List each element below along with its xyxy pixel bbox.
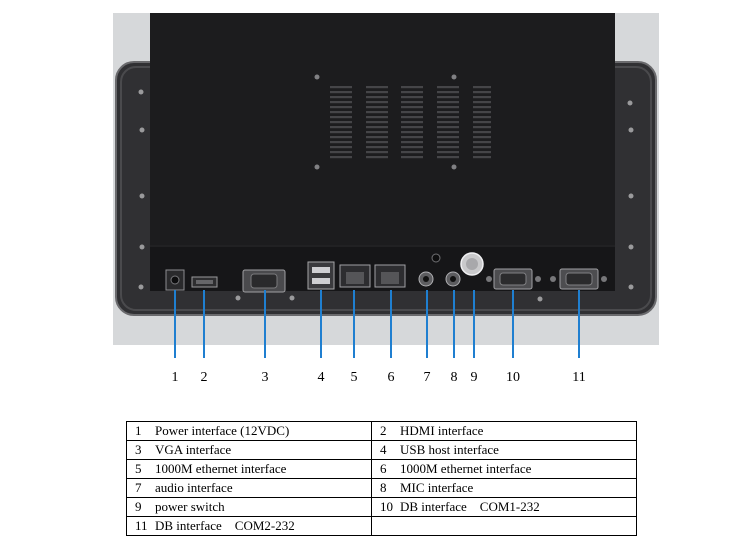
item-label: Power interface (12VDC) (155, 423, 290, 438)
vga-port-icon (242, 269, 286, 293)
callout-number: 10 (506, 370, 520, 385)
callout-number: 3 (262, 370, 269, 385)
item-number: 6 (380, 461, 387, 476)
screw-hole-icon (431, 253, 441, 263)
table-cell (371, 516, 637, 536)
item-label: DB interface COM1-232 (400, 499, 540, 514)
item-number: 9 (135, 499, 142, 514)
table-cell: 8 MIC interface (371, 478, 637, 498)
rj45-port-icon (374, 264, 406, 288)
table-row: 7 audio interface 8 MIC interface (126, 478, 637, 498)
table-cell: 3 VGA interface (126, 440, 372, 460)
table-row: 11 DB interface COM2-232 (126, 516, 637, 536)
usb-port-icon (307, 261, 335, 290)
item-label: MIC interface (400, 480, 474, 495)
item-number: 1 (135, 423, 142, 438)
table-row: 1 Power interface (12VDC) 2 HDMI interface (126, 421, 637, 441)
item-label: 1000M ethernet interface (400, 461, 532, 476)
callout-number: 5 (351, 370, 358, 385)
table-cell: 11 DB interface COM2-232 (126, 516, 372, 536)
interface-spec-table: 1 Power interface (12VDC) 2 HDMI interface 3… (126, 421, 637, 536)
callout-number: 11 (572, 370, 585, 385)
table-cell: 1 Power interface (12VDC) (126, 421, 372, 441)
audio-jack-icon (445, 271, 461, 287)
item-number: 7 (135, 480, 142, 495)
item-number: 2 (380, 423, 387, 438)
item-label: HDMI interface (400, 423, 484, 438)
item-label: USB host interface (400, 442, 499, 457)
audio-jack-icon (418, 271, 434, 287)
callout-number: 9 (471, 370, 478, 385)
vent-slot-icon (330, 86, 491, 159)
table-cell: 10 DB interface COM1-232 (371, 497, 637, 517)
callout-number: 4 (318, 370, 325, 385)
item-number: 5 (135, 461, 142, 476)
callout-number: 7 (424, 370, 431, 385)
item-label: power switch (155, 499, 225, 514)
table-row: 3 VGA interface 4 USB host interface (126, 440, 637, 460)
db9-port-icon (550, 268, 607, 290)
table-cell: 7 audio interface (126, 478, 372, 498)
item-label: audio interface (155, 480, 233, 495)
item-label: DB interface COM2-232 (155, 518, 295, 533)
callout-number: 2 (201, 370, 208, 385)
power-switch-icon (460, 252, 484, 276)
table-cell: 6 1000M ethernet interface (371, 459, 637, 479)
callout-number: 8 (451, 370, 458, 385)
item-number: 11 (135, 518, 148, 533)
item-number: 3 (135, 442, 142, 457)
item-number: 4 (380, 442, 387, 457)
item-number: 8 (380, 480, 387, 495)
item-number: 10 (380, 499, 393, 514)
rj45-port-icon (339, 264, 371, 288)
screw-hole-icon (138, 89, 634, 302)
item-label: 1000M ethernet interface (155, 461, 287, 476)
callout-number: 1 (172, 370, 179, 385)
table-row: 5 1000M ethernet interface 6 1000M ethernet… (126, 459, 637, 479)
table-cell: 4 USB host interface (371, 440, 637, 460)
table-cell: 2 HDMI interface (371, 421, 637, 441)
table-cell: 9 power switch (126, 497, 372, 517)
table-row: 9 power switch 10 DB interface COM1-232 (126, 497, 637, 517)
db9-port-icon (486, 268, 541, 290)
table-cell: 5 1000M ethernet interface (126, 459, 372, 479)
dc-jack-icon (165, 269, 185, 291)
callout-number: 6 (388, 370, 395, 385)
screw-hole-icon (314, 74, 457, 170)
item-label: VGA interface (155, 442, 232, 457)
hdmi-port-icon (191, 276, 218, 288)
